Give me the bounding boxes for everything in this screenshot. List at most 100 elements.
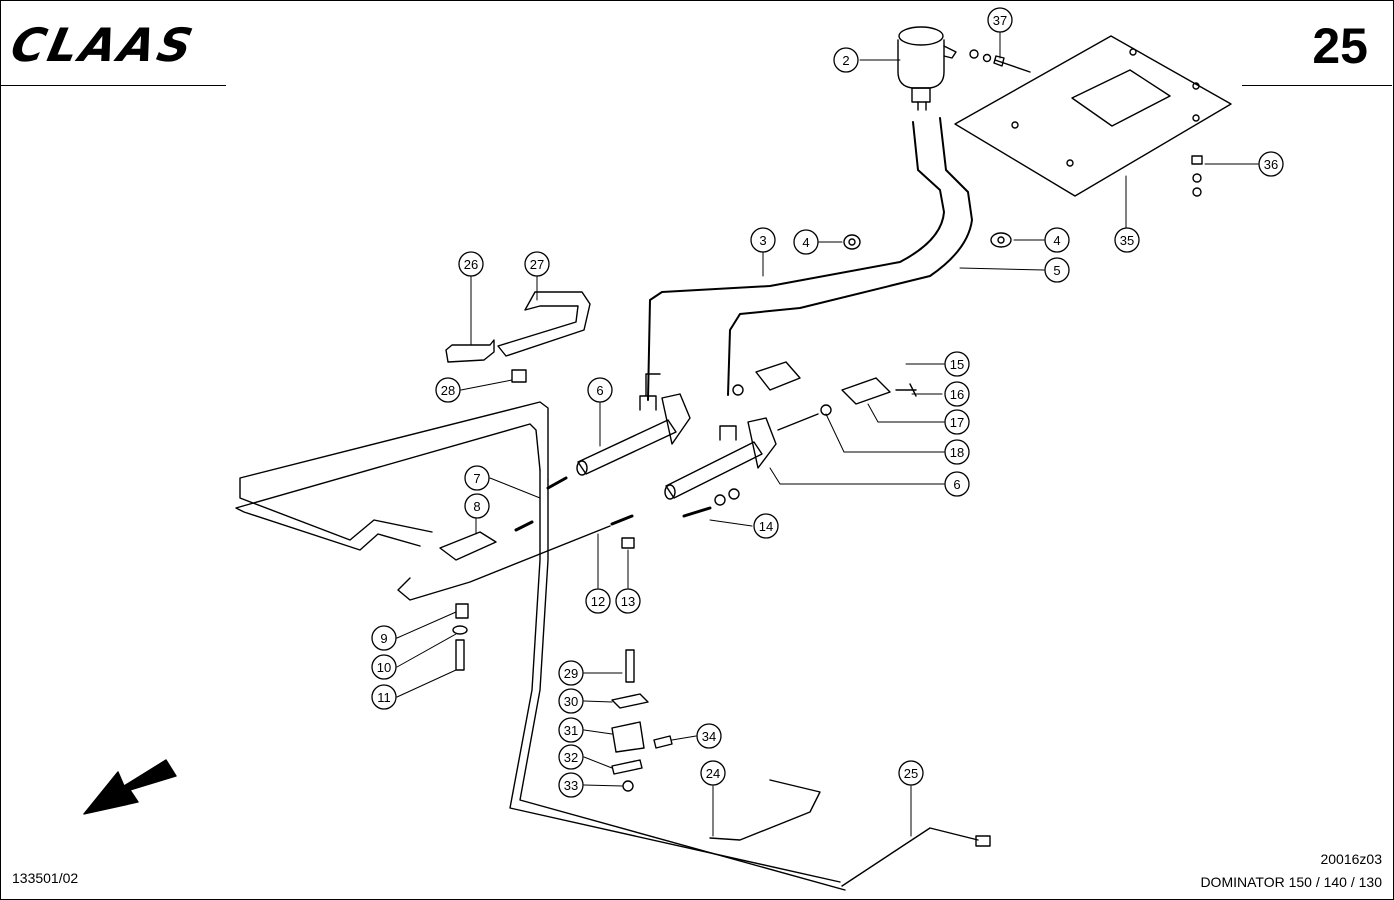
callout-12: 12 [585,588,611,614]
callout-label: 16 [950,387,964,402]
callout-label: 30 [564,694,578,709]
callout-label: 12 [591,594,605,609]
mounting-plate-part [954,35,1232,197]
callout-label: 25 [904,766,918,781]
bolt-part [1191,155,1203,197]
callout-26: 26 [458,251,484,277]
bracket-part [445,339,495,363]
callout-label: 32 [564,750,578,765]
clamp-plate-part [611,759,643,775]
callout-10: 10 [371,654,397,680]
callout-24: 24 [700,760,726,786]
hose-part [647,117,973,401]
callout-label: 7 [473,471,480,486]
clevis-part [755,361,801,391]
clamp-part [611,721,645,753]
callout-35: 35 [1114,227,1140,253]
fitting-part [610,514,634,526]
nut-part [511,369,527,383]
callout-label: 33 [564,778,578,793]
callout-32: 32 [558,744,584,770]
junction-part [439,531,497,561]
callout-label: 35 [1120,233,1134,248]
nut-part [622,780,634,792]
nut-part [990,232,1012,248]
callout-6: 6 [587,377,613,403]
callout-34: 34 [696,723,722,749]
callout-label: 11 [377,690,391,705]
clamp-part [611,693,649,709]
callout-label: 5 [1053,263,1060,278]
reservoir-part [897,26,957,111]
callout-label: 27 [530,257,544,272]
figure-code: 20016z03 [1320,851,1382,867]
callout-label: 13 [621,594,635,609]
callout-15: 15 [944,351,970,377]
callout-3: 3 [750,227,776,253]
callout-33: 33 [558,772,584,798]
callout-28: 28 [435,377,461,403]
spacer-part [455,603,469,619]
callout-label: 8 [473,499,480,514]
callout-label: 34 [702,729,716,744]
master-cylinder-part [664,417,777,500]
callout-29: 29 [558,660,584,686]
washer-part [452,625,468,635]
callout-label: 17 [950,415,964,430]
nut-part [843,234,861,250]
page-number: 25 [1312,18,1368,74]
washer-part [714,494,726,506]
fitting-part [514,520,534,532]
fitting-part [975,835,991,847]
bolt-part [621,537,635,549]
callout-16: 16 [944,381,970,407]
washer-part [969,49,979,59]
callout-9: 9 [371,625,397,651]
callout-label: 4 [802,235,809,250]
nut-part [732,384,744,396]
callout-label: 9 [380,631,387,646]
callout-31: 31 [558,717,584,743]
callout-label: 4 [1053,233,1060,248]
header-rule-right [1242,85,1392,86]
bolt-part [993,55,1031,73]
callout-label: 31 [564,723,578,738]
callout-label: 37 [993,13,1007,28]
callout-label: 24 [706,766,720,781]
callout-label: 28 [441,383,455,398]
fitting-part [546,476,568,490]
callout-25: 25 [898,760,924,786]
bolt-part [625,649,635,683]
brake-line-part [709,779,821,841]
push-rod-part [777,413,819,431]
bolt-part [682,506,712,518]
callout-5: 5 [1044,257,1070,283]
callout-27: 27 [524,251,550,277]
callout-8: 8 [464,493,490,519]
callout-label: 3 [759,233,766,248]
callout-4: 4 [1044,227,1070,253]
callout-label: 29 [564,666,578,681]
callout-2: 2 [833,47,859,73]
callout-label: 6 [953,477,960,492]
callout-11: 11 [371,684,397,710]
callout-30: 30 [558,688,584,714]
callout-label: 2 [842,53,849,68]
callout-label: 18 [950,445,964,460]
callout-7: 7 [464,465,490,491]
callout-label: 10 [377,660,391,675]
clevis-part [841,377,891,405]
brake-line-part [841,827,979,887]
callout-36: 36 [1258,151,1284,177]
nut-part [728,488,740,500]
callout-17: 17 [944,409,970,435]
callout-label: 26 [464,257,478,272]
callout-label: 14 [759,519,773,534]
callout-13: 13 [615,588,641,614]
master-cylinder-part [576,373,691,476]
callout-label: 15 [950,357,964,372]
bolt-part [455,639,465,671]
washer-part [982,53,992,63]
drawing-reference: 133501/02 [12,870,79,886]
